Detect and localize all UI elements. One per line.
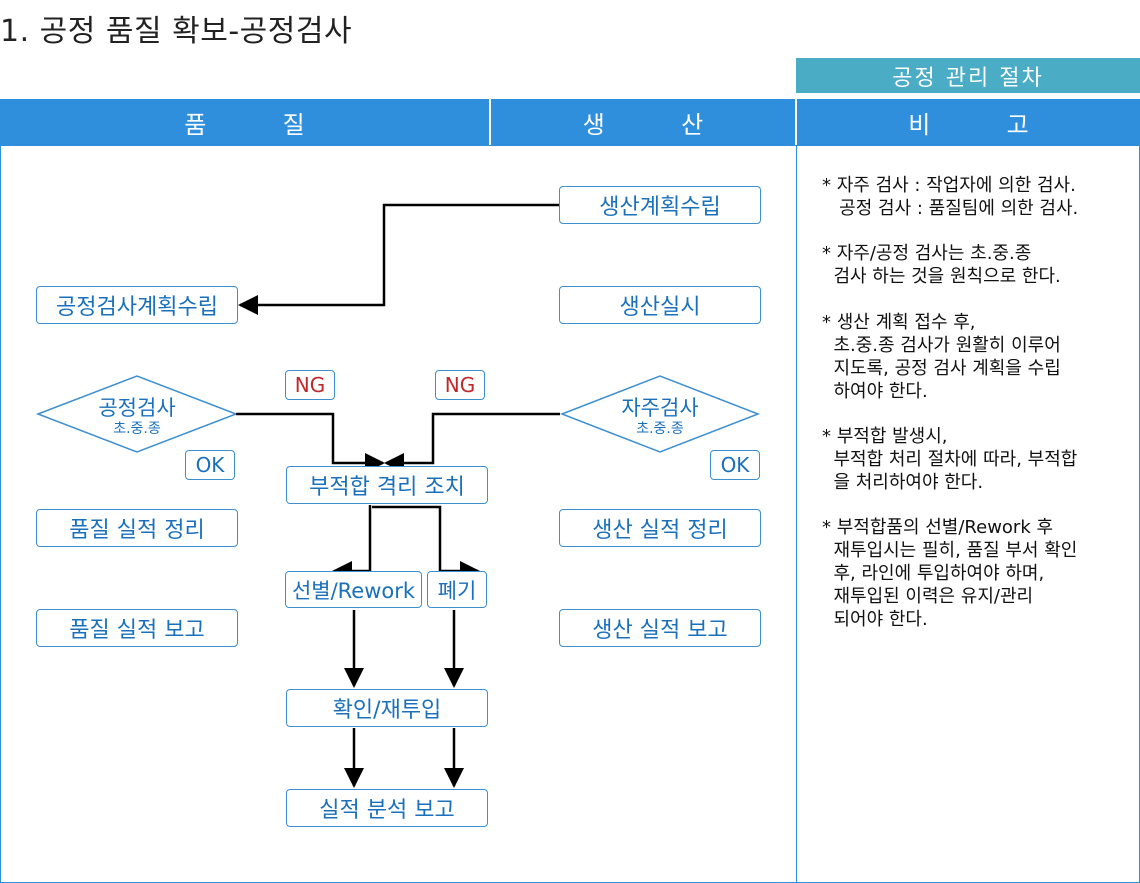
- scrap-node: 폐기: [427, 571, 487, 608]
- ng-tag-left: NG: [285, 370, 335, 400]
- production-run-node: 생산실시: [559, 286, 761, 324]
- remark-item-4: * 부적합 발생시, 부적합 처리 절차에 따라, 부적합 을 처리하여야 한다…: [822, 426, 1078, 493]
- self-inspection-diamond: [559, 375, 761, 453]
- page-title: 1. 공정 품질 확보-공정검사: [0, 14, 353, 49]
- ok-tag-left: OK: [185, 450, 235, 480]
- isolation-to-rework-line: [332, 505, 372, 581]
- ng-tag-right: NG: [435, 370, 485, 400]
- procedure-label: 공정 관리 절차: [796, 58, 1140, 93]
- quality-report-node: 품질 실적 보고: [36, 609, 238, 647]
- process-inspection-node: 공정검사 초.중.종: [38, 396, 236, 438]
- column-header-production: 생 산: [491, 99, 795, 145]
- production-plan-node: 생산계획수립: [559, 186, 761, 224]
- self-inspection-label: 자주검사: [621, 396, 699, 420]
- ok-tag-right: OK: [710, 450, 760, 480]
- isolation-to-scrap-line: [372, 505, 480, 581]
- result-analysis-node: 실적 분석 보고: [286, 789, 488, 827]
- quality-record-node: 품질 실적 정리: [36, 509, 238, 547]
- plan-to-inspection-plan-line: [238, 203, 560, 315]
- production-report-node: 생산 실적 보고: [559, 609, 761, 647]
- self-inspection-sublabel: 초.중.종: [636, 421, 684, 437]
- process-inspection-ng-line: [236, 412, 385, 473]
- remark-item-2: * 자주/공정 검사는 초.중.종 검사 하는 것을 원칙으로 한다.: [822, 243, 1061, 287]
- production-record-node: 생산 실적 정리: [559, 509, 761, 547]
- sort-rework-node: 선별/Rework: [285, 571, 422, 608]
- confirm-reinput-node: 확인/재투입: [286, 689, 488, 727]
- remark-item-5: * 부적합품의 선별/Rework 후 재투입시는 필히, 품질 부서 확인 후…: [822, 517, 1078, 630]
- process-inspection-sublabel: 초.중.종: [113, 421, 161, 437]
- self-inspection-ng-line: [384, 412, 560, 473]
- remark-item-1: * 자주 검사 : 작업자에 의한 검사. 공정 검사 : 품질팀에 의한 검사…: [822, 175, 1079, 219]
- column-header-quality: 품 질: [0, 99, 489, 145]
- column-header-remarks: 비 고: [797, 99, 1140, 145]
- process-inspection-label: 공정검사: [98, 396, 176, 420]
- self-inspection-node: 자주검사 초.중.종: [562, 396, 758, 438]
- remark-item-3: * 생산 계획 접수 후, 초.중.종 검사가 원활히 이루어 지도록, 공정 …: [822, 312, 1061, 402]
- nonconforming-isolation-node: 부적합 격리 조치: [286, 466, 488, 504]
- inspection-plan-node: 공정검사계획수립: [36, 286, 238, 324]
